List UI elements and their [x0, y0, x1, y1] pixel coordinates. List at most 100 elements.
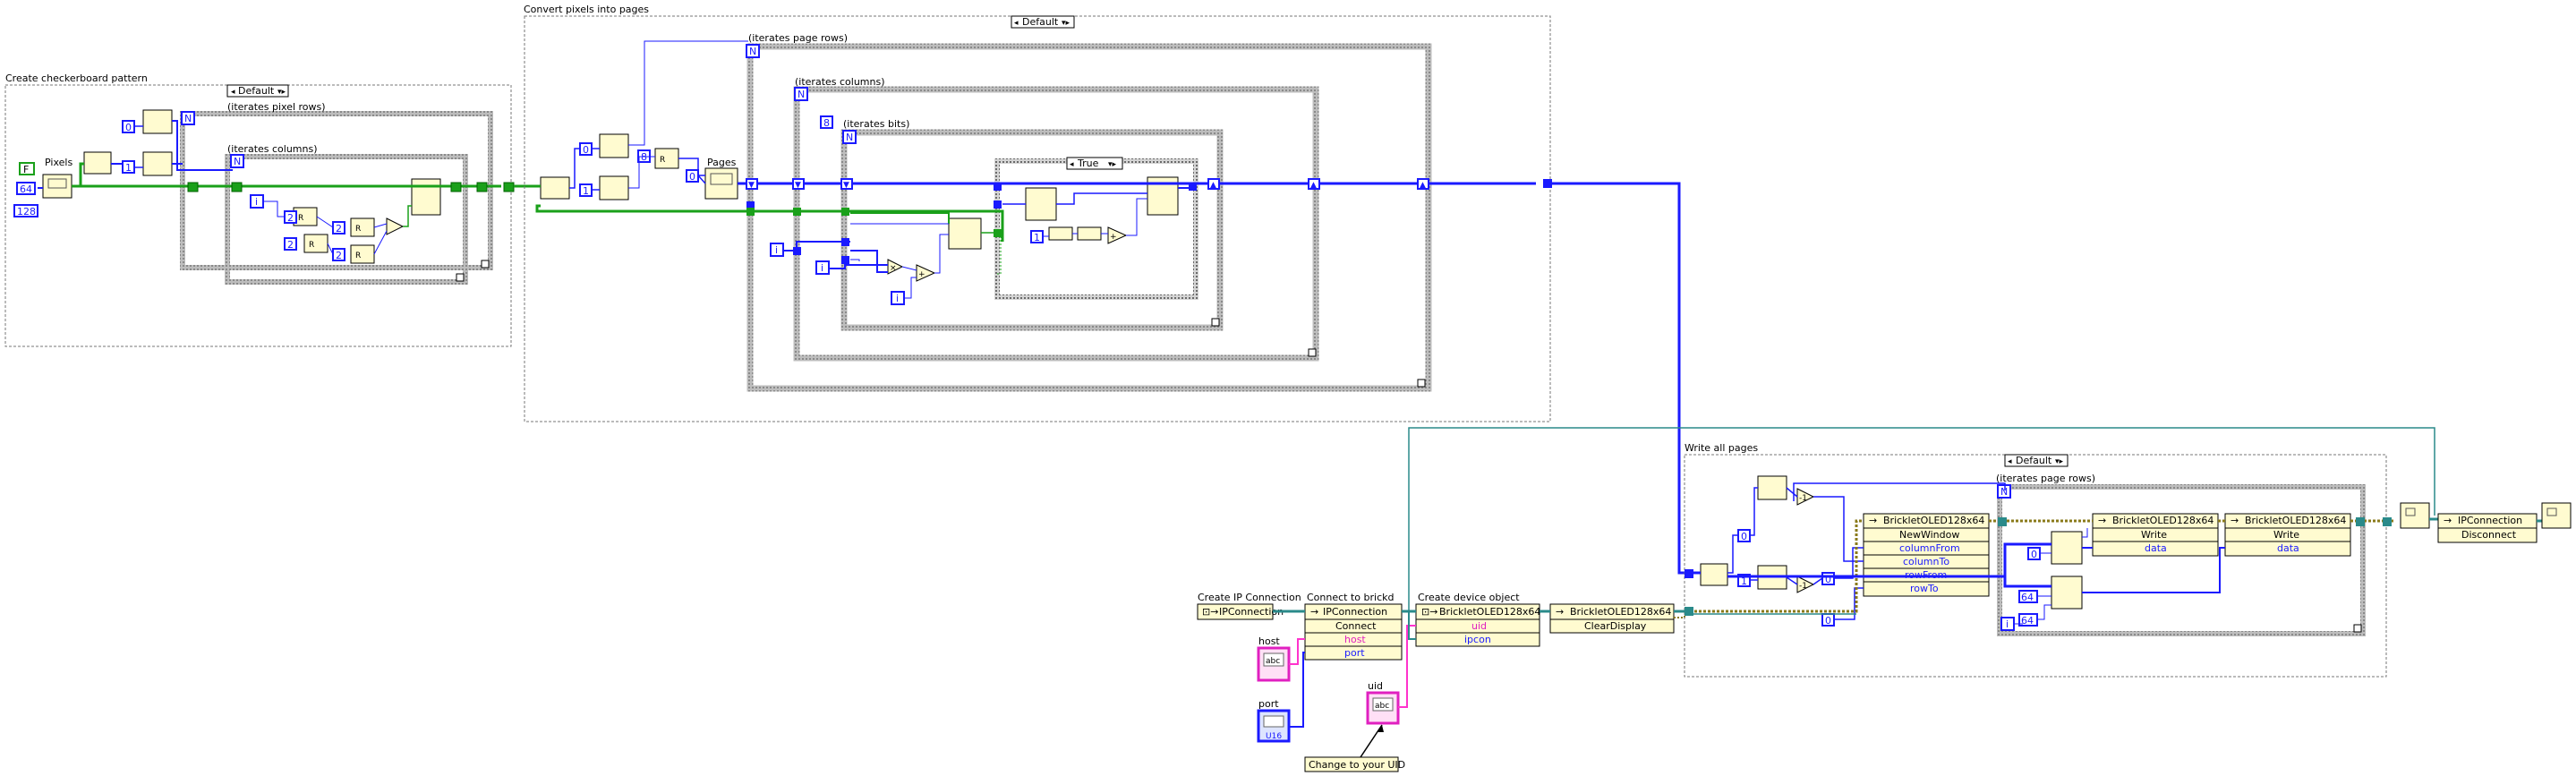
constant-64-b[interactable]: 64 — [2018, 590, 2038, 603]
bricklet-constructor[interactable]: ⊡→ BrickletOLED128x64 uid ipcon — [1415, 603, 1540, 647]
index-array-node-3[interactable] — [599, 133, 629, 158]
connect-invoke-node[interactable]: → IPConnection Connect host port — [1304, 603, 1403, 661]
tunnel[interactable] — [793, 208, 801, 216]
constant-0-d[interactable]: 0 — [1737, 529, 1751, 542]
initialize-array-node-2[interactable] — [704, 167, 738, 200]
constant-64[interactable]: 64 — [16, 182, 36, 195]
shift-register-left[interactable] — [840, 178, 853, 190]
index-array-node-1[interactable] — [142, 109, 173, 134]
index-array-node-6[interactable] — [1025, 187, 1057, 221]
pixel-rows-loop[interactable] — [180, 111, 493, 270]
replace-array-subset-node[interactable] — [411, 178, 441, 216]
add-node[interactable]: + — [916, 264, 936, 282]
constant-1-b[interactable]: 1 — [579, 183, 593, 197]
checkerboard-case-structure[interactable] — [4, 84, 512, 347]
array-subset-node-2[interactable] — [2051, 576, 2083, 610]
clear-display-node[interactable]: → BrickletOLED128x64 ClearDisplay — [1549, 603, 1675, 634]
constant-0-e[interactable]: 0 — [1821, 572, 1835, 585]
new-window-invoke-node[interactable]: → BrickletOLED128x64 NewWindow columnFro… — [1863, 513, 1990, 597]
shift-register-left[interactable] — [792, 178, 805, 190]
quotient-remainder-5[interactable]: R — [654, 148, 679, 169]
tunnel[interactable] — [503, 182, 515, 192]
decrement-node-2[interactable]: -1 — [1796, 576, 1815, 593]
tunnel[interactable] — [2383, 517, 2392, 526]
constant-0-c[interactable]: 0 — [686, 169, 699, 183]
tunnel[interactable] — [746, 208, 755, 216]
tunnel[interactable] — [1543, 179, 1552, 188]
tunnel[interactable] — [450, 182, 462, 192]
write-case-selector[interactable]: ◂ Default ▾▸ — [2004, 454, 2068, 467]
page-rows-loop-1[interactable] — [746, 43, 1432, 392]
tunnel[interactable] — [793, 247, 801, 255]
initialize-array-node[interactable] — [42, 174, 73, 199]
tunnel[interactable] — [187, 182, 199, 192]
convert-case-selector[interactable]: ◂ Default ▾▸ — [1011, 15, 1075, 29]
array-size-node[interactable] — [83, 151, 112, 175]
shift-node[interactable] — [1077, 226, 1102, 241]
tunnel[interactable] — [746, 201, 755, 209]
shift-register-right[interactable] — [1417, 178, 1429, 190]
uid-control[interactable]: abc — [1366, 691, 1400, 725]
tunnel[interactable] — [841, 208, 849, 216]
write-invoke-node-2[interactable]: → BrickletOLED128x64 Write data — [2224, 513, 2351, 557]
bool-to-int-node[interactable] — [1048, 226, 1073, 241]
constant-64-c[interactable]: 64 — [2018, 613, 2038, 627]
tunnel[interactable] — [841, 256, 849, 264]
constant-2-b[interactable]: 2 — [332, 221, 345, 235]
tunnel[interactable] — [476, 182, 488, 192]
checkerboard-case-selector[interactable]: ◂ Default ▾▸ — [226, 84, 289, 98]
index-array-node-7[interactable] — [1757, 475, 1787, 500]
constant-0-b[interactable]: 0 — [579, 142, 593, 156]
inner-case-selector[interactable]: ◂ True ▾▸ — [1066, 157, 1123, 170]
constant-0-a[interactable]: 0 — [122, 120, 135, 133]
tunnel[interactable] — [1685, 569, 1693, 578]
columns-loop-1[interactable] — [225, 154, 468, 285]
tunnel[interactable] — [1189, 183, 1197, 191]
multiply-node[interactable]: × — [887, 259, 904, 275]
write-invoke-node-1[interactable]: → BrickletOLED128x64 Write data — [2092, 513, 2219, 557]
constant-128[interactable]: 128 — [13, 204, 38, 217]
decrement-node-1[interactable]: -1 — [1796, 488, 1815, 506]
index-array-node-5[interactable] — [948, 217, 982, 250]
equal-compare-node[interactable] — [386, 217, 405, 235]
close-ref-node-1[interactable] — [2400, 502, 2430, 529]
array-subset-node-1[interactable] — [2051, 531, 2083, 565]
shift-register-right[interactable] — [1308, 178, 1320, 190]
svg-text:BrickletOLED128x64: BrickletOLED128x64 — [2112, 515, 2213, 526]
array-size-node-2[interactable] — [540, 176, 570, 200]
index-array-node-4[interactable] — [599, 175, 629, 200]
constant-2-d[interactable]: 2 — [332, 248, 345, 261]
tunnel[interactable] — [1685, 607, 1693, 616]
ipconnection-constructor[interactable]: ⊡→ IPConnection — [1197, 603, 1284, 620]
constant-1-a[interactable]: 1 — [122, 160, 135, 174]
page-rows-loop-2[interactable] — [1997, 484, 2366, 636]
tunnel[interactable] — [231, 182, 243, 192]
index-array-node-2[interactable] — [142, 151, 173, 176]
shift-register-right[interactable] — [1207, 178, 1220, 190]
constant-2-c[interactable]: 2 — [284, 237, 297, 251]
false-constant[interactable]: F — [19, 162, 35, 175]
constant-0-f[interactable]: 0 — [1821, 613, 1835, 627]
constant-1-c[interactable]: 1 — [1030, 230, 1044, 243]
quotient-remainder-2[interactable]: R — [350, 217, 375, 237]
add-node-2[interactable]: + — [1107, 226, 1128, 244]
disconnect-invoke-node[interactable]: → IPConnection Disconnect — [2437, 513, 2538, 543]
tunnel[interactable] — [994, 229, 1002, 237]
quotient-remainder-4[interactable]: R — [350, 244, 375, 264]
tunnel[interactable] — [994, 200, 1002, 209]
constant-2-a[interactable]: 2 — [284, 210, 297, 224]
port-control[interactable]: U16 — [1257, 709, 1291, 743]
tunnel[interactable] — [2356, 517, 2365, 526]
tunnel[interactable] — [1998, 517, 2007, 526]
columns-loop-2[interactable] — [793, 86, 1319, 362]
host-control[interactable]: abc — [1257, 646, 1291, 682]
tunnel[interactable] — [841, 238, 849, 246]
tunnel[interactable] — [994, 183, 1002, 191]
bits-loop[interactable] — [840, 129, 1224, 331]
quotient-remainder-3[interactable]: R — [303, 234, 328, 253]
array-size-node-3[interactable] — [1700, 563, 1728, 586]
constant-8-bits[interactable]: 8 — [820, 115, 833, 129]
shift-register-left[interactable] — [746, 178, 758, 190]
constant-0-g[interactable]: 0 — [2027, 547, 2041, 560]
close-ref-node-2[interactable] — [2541, 502, 2572, 529]
